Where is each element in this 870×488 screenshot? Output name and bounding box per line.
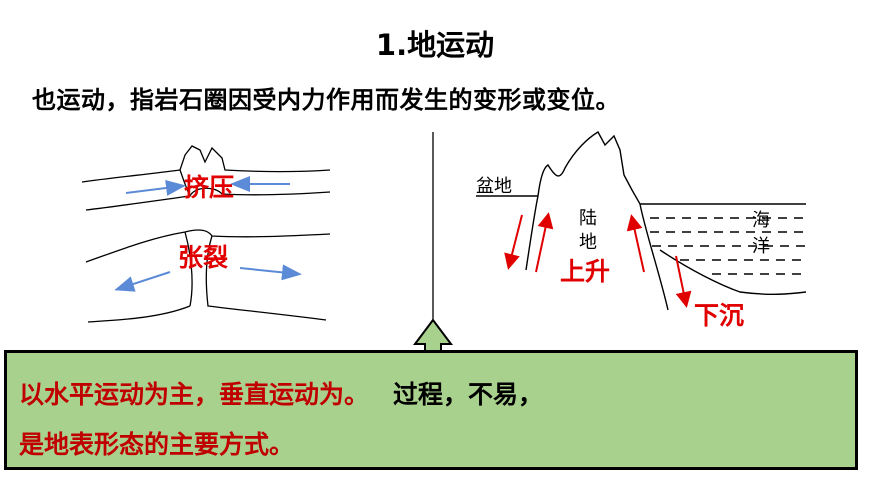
ocean-label-1: 海: [752, 210, 770, 231]
compress-arrow-right: [125, 180, 186, 196]
page-title: 1.地运动: [375, 28, 495, 62]
uplift-label: 上升: [560, 257, 611, 286]
ocean-dashes: [650, 217, 805, 275]
basin-label: 盆地: [476, 176, 512, 197]
ocean-label-2: 洋: [752, 236, 770, 257]
compress-label: 挤压: [184, 173, 235, 202]
tension-label: 张裂: [178, 243, 229, 272]
note-part-1: 以水平运动为主，垂直运动为。: [19, 380, 370, 409]
mountain-outline: [476, 131, 807, 311]
land-up-arrow-left: [535, 212, 554, 273]
note-line-2: 是地表形态的主要方式。: [19, 430, 295, 459]
subside-label: 下沉: [694, 301, 745, 330]
pointer-up-arrow: [413, 318, 453, 353]
summary-note-box: 以水平运动为主，垂直运动为。过程，不易， 是地表形态的主要方式。: [4, 350, 858, 470]
tension-strata: [85, 229, 331, 323]
land-up-arrow-right: [626, 214, 645, 273]
land-label-1: 陆: [579, 208, 597, 229]
tension-arrow-left: [114, 271, 171, 292]
note-line-1: 以水平运动为主，垂直运动为。过程，不易，: [19, 375, 543, 411]
land-label-2: 地: [579, 232, 597, 253]
note-part-2: 过程，不易，: [393, 380, 544, 409]
intro-text: 也运动，指岩石圈因受内力作用而发生的变形或变位。: [32, 86, 620, 114]
ocean-down-arrow: [675, 255, 692, 308]
tension-arrow-right: [239, 264, 302, 281]
basin-down-arrow: [504, 214, 523, 270]
